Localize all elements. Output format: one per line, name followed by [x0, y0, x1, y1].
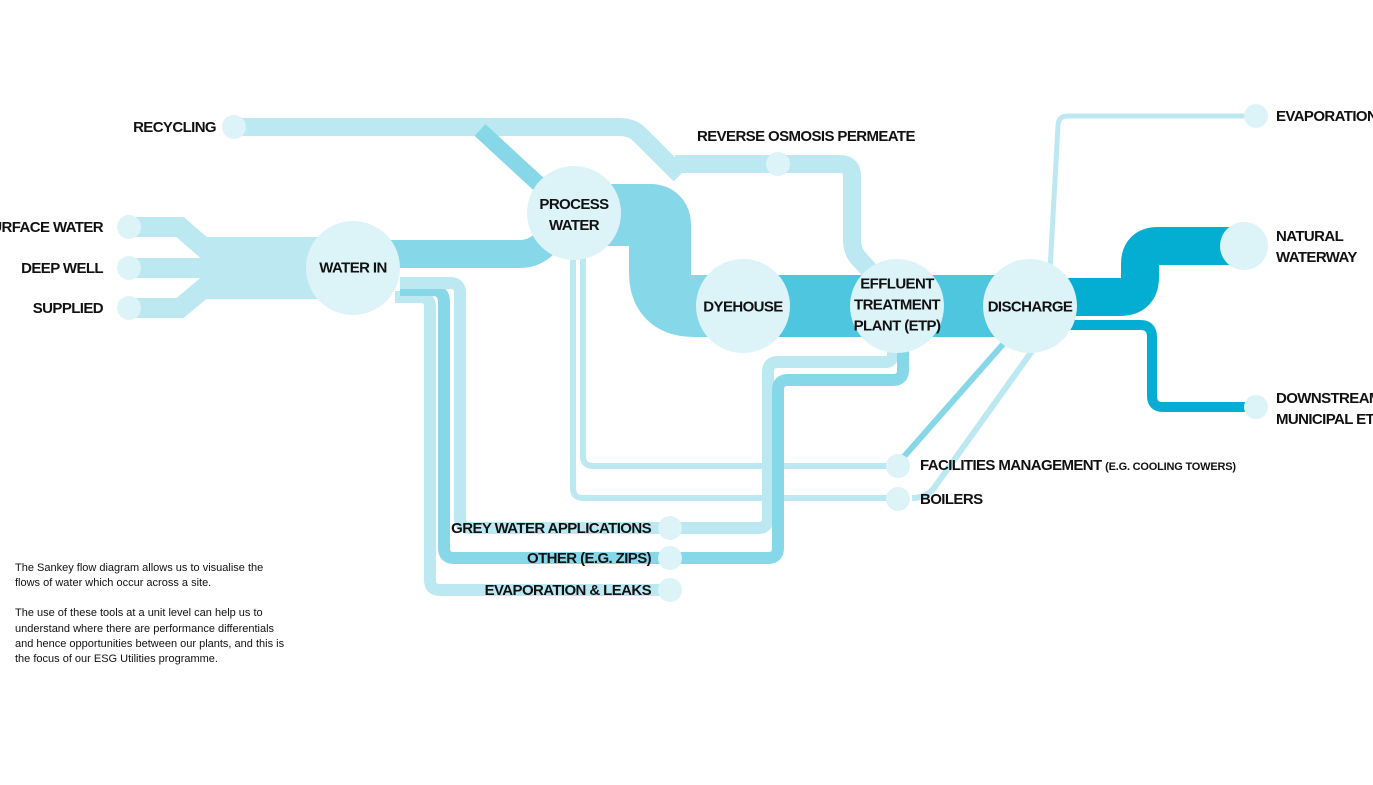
water-in-text: WATER IN: [319, 259, 387, 277]
description: The Sankey flow diagram allows us to vis…: [15, 561, 285, 682]
endpoint-boilers-dot: [886, 487, 910, 511]
node-water-in-circle: [306, 221, 400, 315]
label-evaporation: EVAPORATION: [1276, 108, 1373, 125]
flow-discharge-to-evaporation: [1047, 113, 1256, 271]
flow-process-to-dyehouse: [595, 184, 730, 337]
etp-text-line3: PLANT (ETP): [853, 317, 941, 335]
flow-discharge-to-natural-waterway: [1060, 227, 1245, 316]
facilities-note: (E.G. COOLING TOWERS): [1105, 461, 1236, 473]
endpoint-reverse-osmosis-dot: [766, 152, 790, 176]
downstream-line2: MUNICIPAL ETP: [1276, 411, 1373, 428]
endpoint-facilities-dot: [886, 454, 910, 478]
flow-grey-from-water-in: [400, 277, 670, 534]
downstream-line1: DOWNSTREAM: [1276, 390, 1373, 407]
endpoint-supplied-dot: [117, 296, 141, 320]
endpoint-evaporation-dot: [1244, 104, 1268, 128]
node-dyehouse-label: DYEHOUSE: [703, 297, 783, 318]
natural-waterway-line1: NATURAL: [1276, 228, 1344, 245]
endpoint-natural-waterway-dot: [1220, 222, 1268, 270]
flow-other-from-water-in: [400, 284, 670, 564]
node-etp-circle: [850, 259, 944, 353]
flow-etp-to-grey: [670, 340, 899, 534]
label-natural-waterway: NATURAL WATERWAY: [1276, 226, 1357, 268]
label-supplied: SUPPLIED: [32, 300, 104, 317]
process-water-text-line1: PROCESS: [539, 196, 609, 213]
label-evap-leaks: EVAPORATION & LEAKS: [484, 582, 652, 599]
endpoint-evap-leaks-dot: [658, 578, 682, 602]
flow-discharge-to-downstream: [1060, 320, 1256, 412]
facilities-text: FACILITIES MANAGEMENT: [920, 457, 1102, 474]
node-etp-label: EFFLUENT TREATMENT PLANT (ETP): [854, 274, 941, 337]
endpoint-grey-water-dot: [658, 516, 682, 540]
label-recycling: RECYCLING: [133, 119, 217, 136]
flow-discharge-to-boilers: [911, 338, 1043, 501]
endpoint-other-dot: [658, 546, 682, 570]
endpoint-recycling-dot: [222, 115, 246, 139]
label-deep-well: DEEP WELL: [21, 260, 103, 277]
flow-process-to-facilities: [580, 248, 898, 469]
flow-recycling: [235, 118, 687, 182]
etp-text-line1: EFFLUENT: [860, 275, 934, 293]
flow-process-to-boilers: [570, 255, 898, 501]
etp-text-line2: TREATMENT: [854, 296, 941, 314]
label-boilers: BOILERS: [920, 491, 983, 508]
label-reverse-osmosis: REVERSE OSMOSIS PERMEATE: [697, 128, 915, 145]
node-dyehouse-circle: [696, 259, 790, 353]
natural-waterway-line2: WATERWAY: [1276, 249, 1357, 266]
node-process-water-label: PROCESS WATER: [539, 194, 609, 236]
node-discharge-circle: [983, 259, 1077, 353]
flow-evap-leaks: [395, 291, 670, 596]
endpoint-downstream-dot: [1244, 395, 1268, 419]
label-facilities: FACILITIES MANAGEMENT (E.G. COOLING TOWE…: [920, 455, 1236, 478]
discharge-text: DISCHARGE: [987, 298, 1073, 316]
process-water-text-line2: WATER: [548, 217, 600, 234]
flow-recycling-to-process: [474, 124, 551, 196]
flow-etp-to-other: [670, 340, 909, 564]
label-other: OTHER (E.G. ZIPS): [527, 550, 652, 567]
dyehouse-text: DYEHOUSE: [703, 298, 783, 316]
label-grey-water: GREY WATER APPLICATIONS: [451, 520, 651, 537]
label-surface-water: SURFACE WATER: [0, 219, 104, 236]
endpoint-surface-water-dot: [117, 215, 141, 239]
node-discharge-label: DISCHARGE: [988, 297, 1073, 318]
endpoint-deep-well-dot: [117, 256, 141, 280]
node-water-in-label: WATER IN: [319, 258, 387, 279]
description-paragraph-1: The Sankey flow diagram allows us to vis…: [15, 562, 264, 590]
node-process-water-circle: [527, 166, 621, 260]
label-downstream: DOWNSTREAM MUNICIPAL ETP: [1276, 388, 1373, 430]
description-paragraph-2: The use of these tools at a unit level c…: [15, 607, 285, 666]
flow-reverse-osmosis: [675, 155, 887, 289]
